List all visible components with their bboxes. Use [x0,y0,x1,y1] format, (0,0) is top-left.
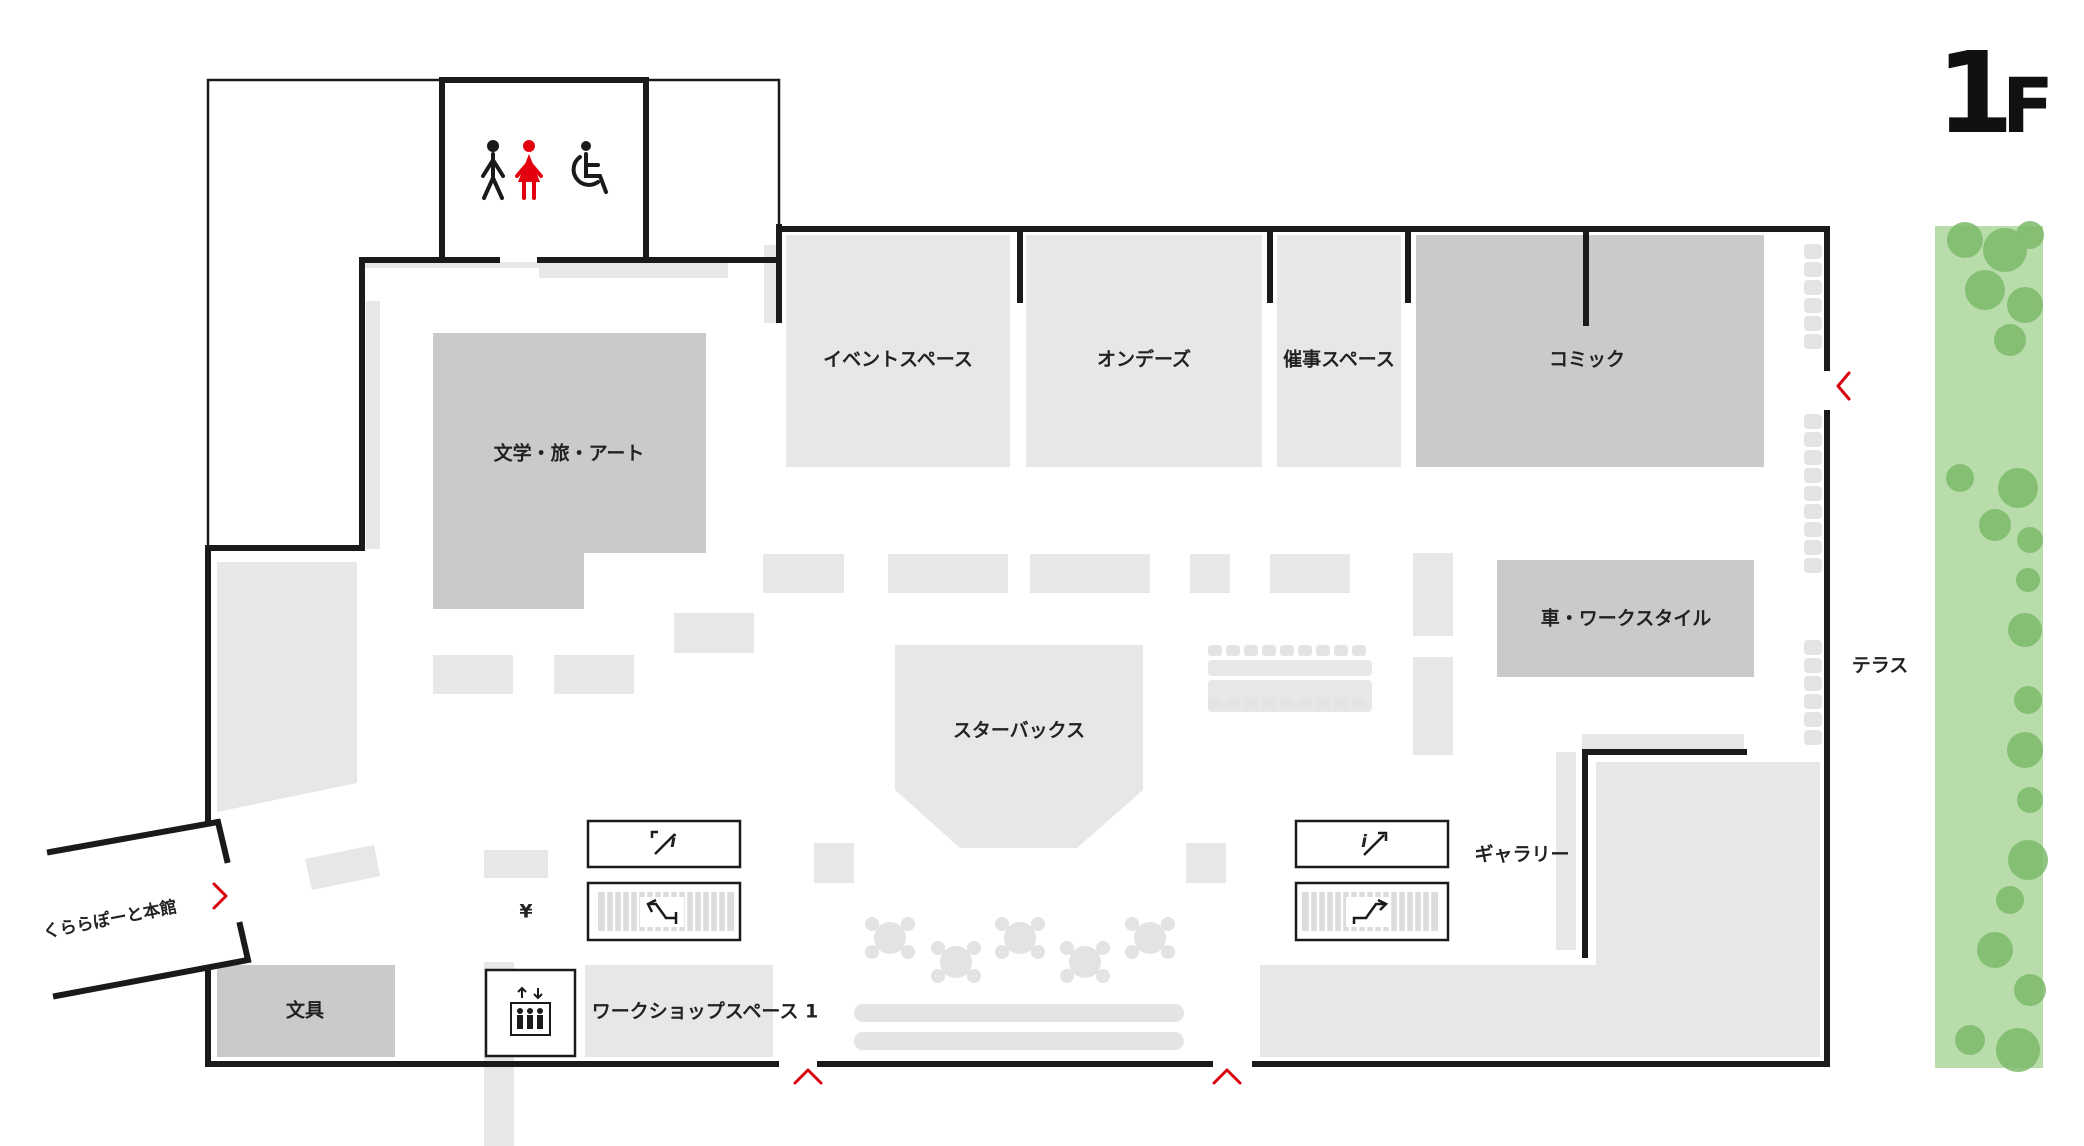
label-car-work: 車・ワークスタイル [1541,607,1711,630]
floor-number: 1 [1936,29,2014,159]
floor-letter: F [2002,61,2054,150]
label-stationery: 文具 [286,999,324,1022]
label-workshop: ワークショップスペース 1 [592,1000,819,1023]
gallery-zone [1596,762,1820,1057]
comic-zone [1416,235,1764,467]
walls [46,77,1830,1067]
male-restroom-icon [481,140,505,200]
light-zones [217,235,1820,1146]
stationery-zone [217,965,395,1057]
dark-zones [217,235,1764,1057]
label-lalaport: くららぽーと本館 [41,896,179,943]
entrance-arrow-icon [212,371,1851,1085]
entrance-corridor-zone [217,562,357,812]
escalator-left: i [586,819,742,942]
event-space-zone [786,235,1010,467]
starbucks-zone [895,645,1143,848]
on-demand-zone [1026,235,1262,467]
terrace-strip [1935,221,2048,1072]
cafe-tables [865,917,1175,983]
info-symbol-left: i [670,832,677,852]
info-symbol-right: i [1361,832,1368,852]
right-wall-displays [1804,244,1822,745]
label-comic: コミック [1549,349,1625,371]
literature-zone [433,333,706,609]
label-event-space: イベントスペース [823,349,973,371]
female-restroom-icon [515,140,543,200]
car-work-zone [1497,560,1754,677]
wheelchair-icon [571,141,608,194]
label-gallery: ギャラリー [1474,844,1569,866]
work-table-chairs [1208,645,1366,709]
label-on-demand: オンデーズ [1097,348,1191,371]
bench-seating [854,1004,1184,1050]
atm-yen-symbol: ¥ [519,901,532,923]
label-literature: 文学・旅・アート [494,442,645,465]
label-starbucks: スターバックス [953,720,1085,742]
saiji-space-zone [1277,235,1401,467]
escalator-right: i [1294,819,1450,942]
workshop-zone [585,965,773,1057]
elevator-icon [484,968,577,1058]
label-terrace: テラス [1852,655,1909,677]
floor-label: 1 F [1936,29,2054,159]
label-saiji-space: 催事スペース [1283,348,1395,371]
